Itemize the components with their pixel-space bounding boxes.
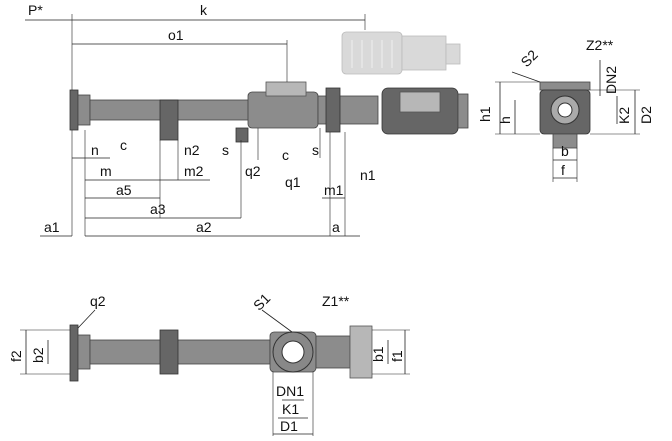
label-b2: b2 <box>30 347 46 363</box>
pump-top-view <box>20 309 410 436</box>
label-a3: a3 <box>150 201 166 217</box>
pump-side-view <box>69 81 469 143</box>
label-a5: a5 <box>116 182 132 198</box>
label-h1: h1 <box>477 106 493 122</box>
top-dimensions <box>25 14 366 90</box>
label-m2: m2 <box>184 163 204 179</box>
label-m1: m1 <box>324 182 344 198</box>
label-s-left: s <box>222 142 229 158</box>
label-D2: D2 <box>638 106 654 124</box>
label-f1: f1 <box>389 350 405 362</box>
label-a1: a1 <box>44 219 60 235</box>
label-m: m <box>100 163 112 179</box>
label-o1: o1 <box>168 27 184 43</box>
label-f2: f2 <box>8 350 24 362</box>
label-K2: K2 <box>616 107 632 124</box>
label-b1: b1 <box>370 346 386 362</box>
label-q2-top: q2 <box>245 163 261 179</box>
label-S2: S2 <box>517 46 541 70</box>
label-h: h <box>497 116 513 124</box>
label-n1: n1 <box>360 167 376 183</box>
pump-end-view <box>495 60 640 182</box>
label-Z1: Z1** <box>322 293 350 309</box>
label-a2: a2 <box>196 219 212 235</box>
label-Z2: Z2** <box>586 37 614 53</box>
label-K1: K1 <box>282 401 299 417</box>
label-f: f <box>561 162 565 178</box>
label-q2-bottom: q2 <box>90 293 106 309</box>
label-s-right: s <box>312 142 319 158</box>
label-c-left: c <box>120 137 127 153</box>
label-n: n <box>91 142 99 158</box>
label-DN1: DN1 <box>276 383 304 399</box>
label-S1: S1 <box>250 290 274 314</box>
bottom-dimensions <box>40 128 360 237</box>
label-b: b <box>561 143 569 159</box>
label-D1: D1 <box>280 418 298 434</box>
label-DN2: DN2 <box>603 66 619 94</box>
label-P: P* <box>28 2 43 18</box>
label-a: a <box>332 219 340 235</box>
optional-motor-ghost <box>341 31 461 75</box>
label-c-mid: c <box>282 147 289 163</box>
label-k: k <box>200 2 208 18</box>
label-q1: q1 <box>285 174 301 190</box>
label-n2: n2 <box>184 142 200 158</box>
